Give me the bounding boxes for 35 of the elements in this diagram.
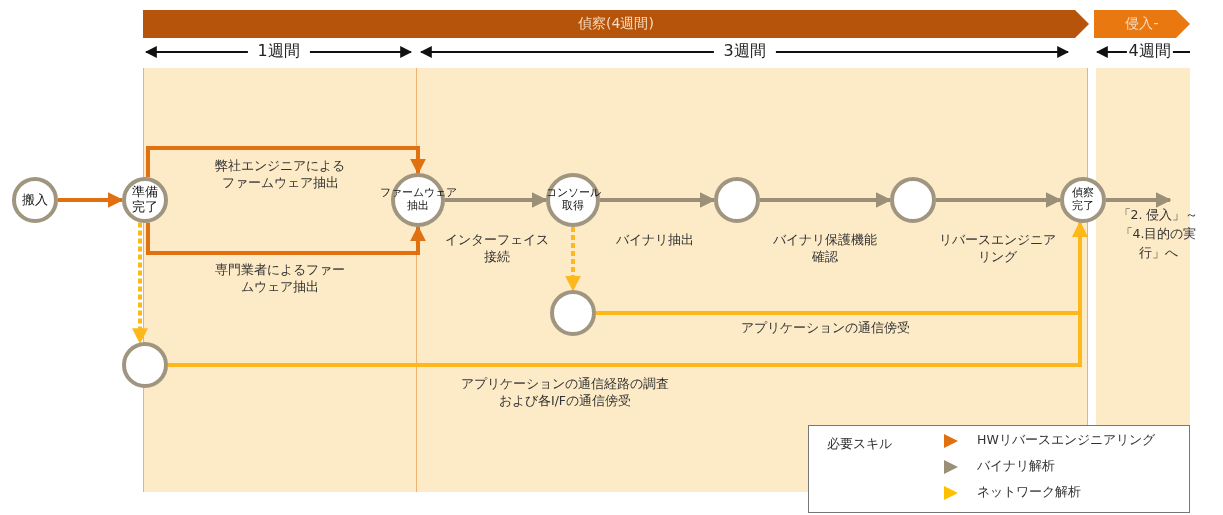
edge-label: 専門業者によるファームウェア抽出 [214, 262, 346, 296]
milestone-label: ファームウェア抽出 [379, 187, 457, 213]
arrow [132, 222, 148, 345]
arrow [936, 192, 1062, 208]
arrow [168, 221, 1088, 367]
arrow [760, 192, 892, 208]
phase-band [143, 10, 1089, 38]
milestone-circle [122, 342, 168, 388]
milestone-label: 準備完了 [131, 185, 159, 215]
arrow [58, 192, 124, 208]
legend-label: ネットワーク解析 [977, 484, 1081, 501]
duration-label: 3週間 [713, 41, 776, 62]
milestone-circle [122, 177, 168, 223]
duration-label: 4週間 [1126, 41, 1173, 62]
duration-label: 1週間 [247, 41, 310, 62]
milestone-label: 偵察完了 [1071, 187, 1095, 213]
milestone-circle [12, 177, 58, 223]
arrow [445, 192, 548, 208]
arrow [1106, 192, 1172, 208]
legend-title: 必要スキル [827, 436, 892, 453]
phase-band [1094, 10, 1190, 38]
phase-label: 偵察(4週間) [578, 15, 654, 33]
arrow [146, 146, 426, 178]
arrow [600, 192, 716, 208]
edge-label: バイナリ保護機能確認 [772, 232, 878, 266]
edge-label: インターフェイス接続 [443, 232, 551, 266]
edge-label: 弊社エンジニアによるファームウェア抽出 [214, 158, 346, 192]
phase-label: 侵入- [1125, 15, 1159, 33]
next-phase-note: 「2. 侵入」～「4.目的の実行」へ [1112, 206, 1204, 263]
legend-label: HWリバースエンジニアリング [977, 432, 1155, 449]
legend-label: バイナリ解析 [977, 458, 1055, 475]
milestone-label: コンソール取得 [545, 187, 601, 213]
arrow [565, 227, 581, 292]
arrow [146, 222, 426, 255]
milestone-label: 搬入 [21, 192, 49, 208]
